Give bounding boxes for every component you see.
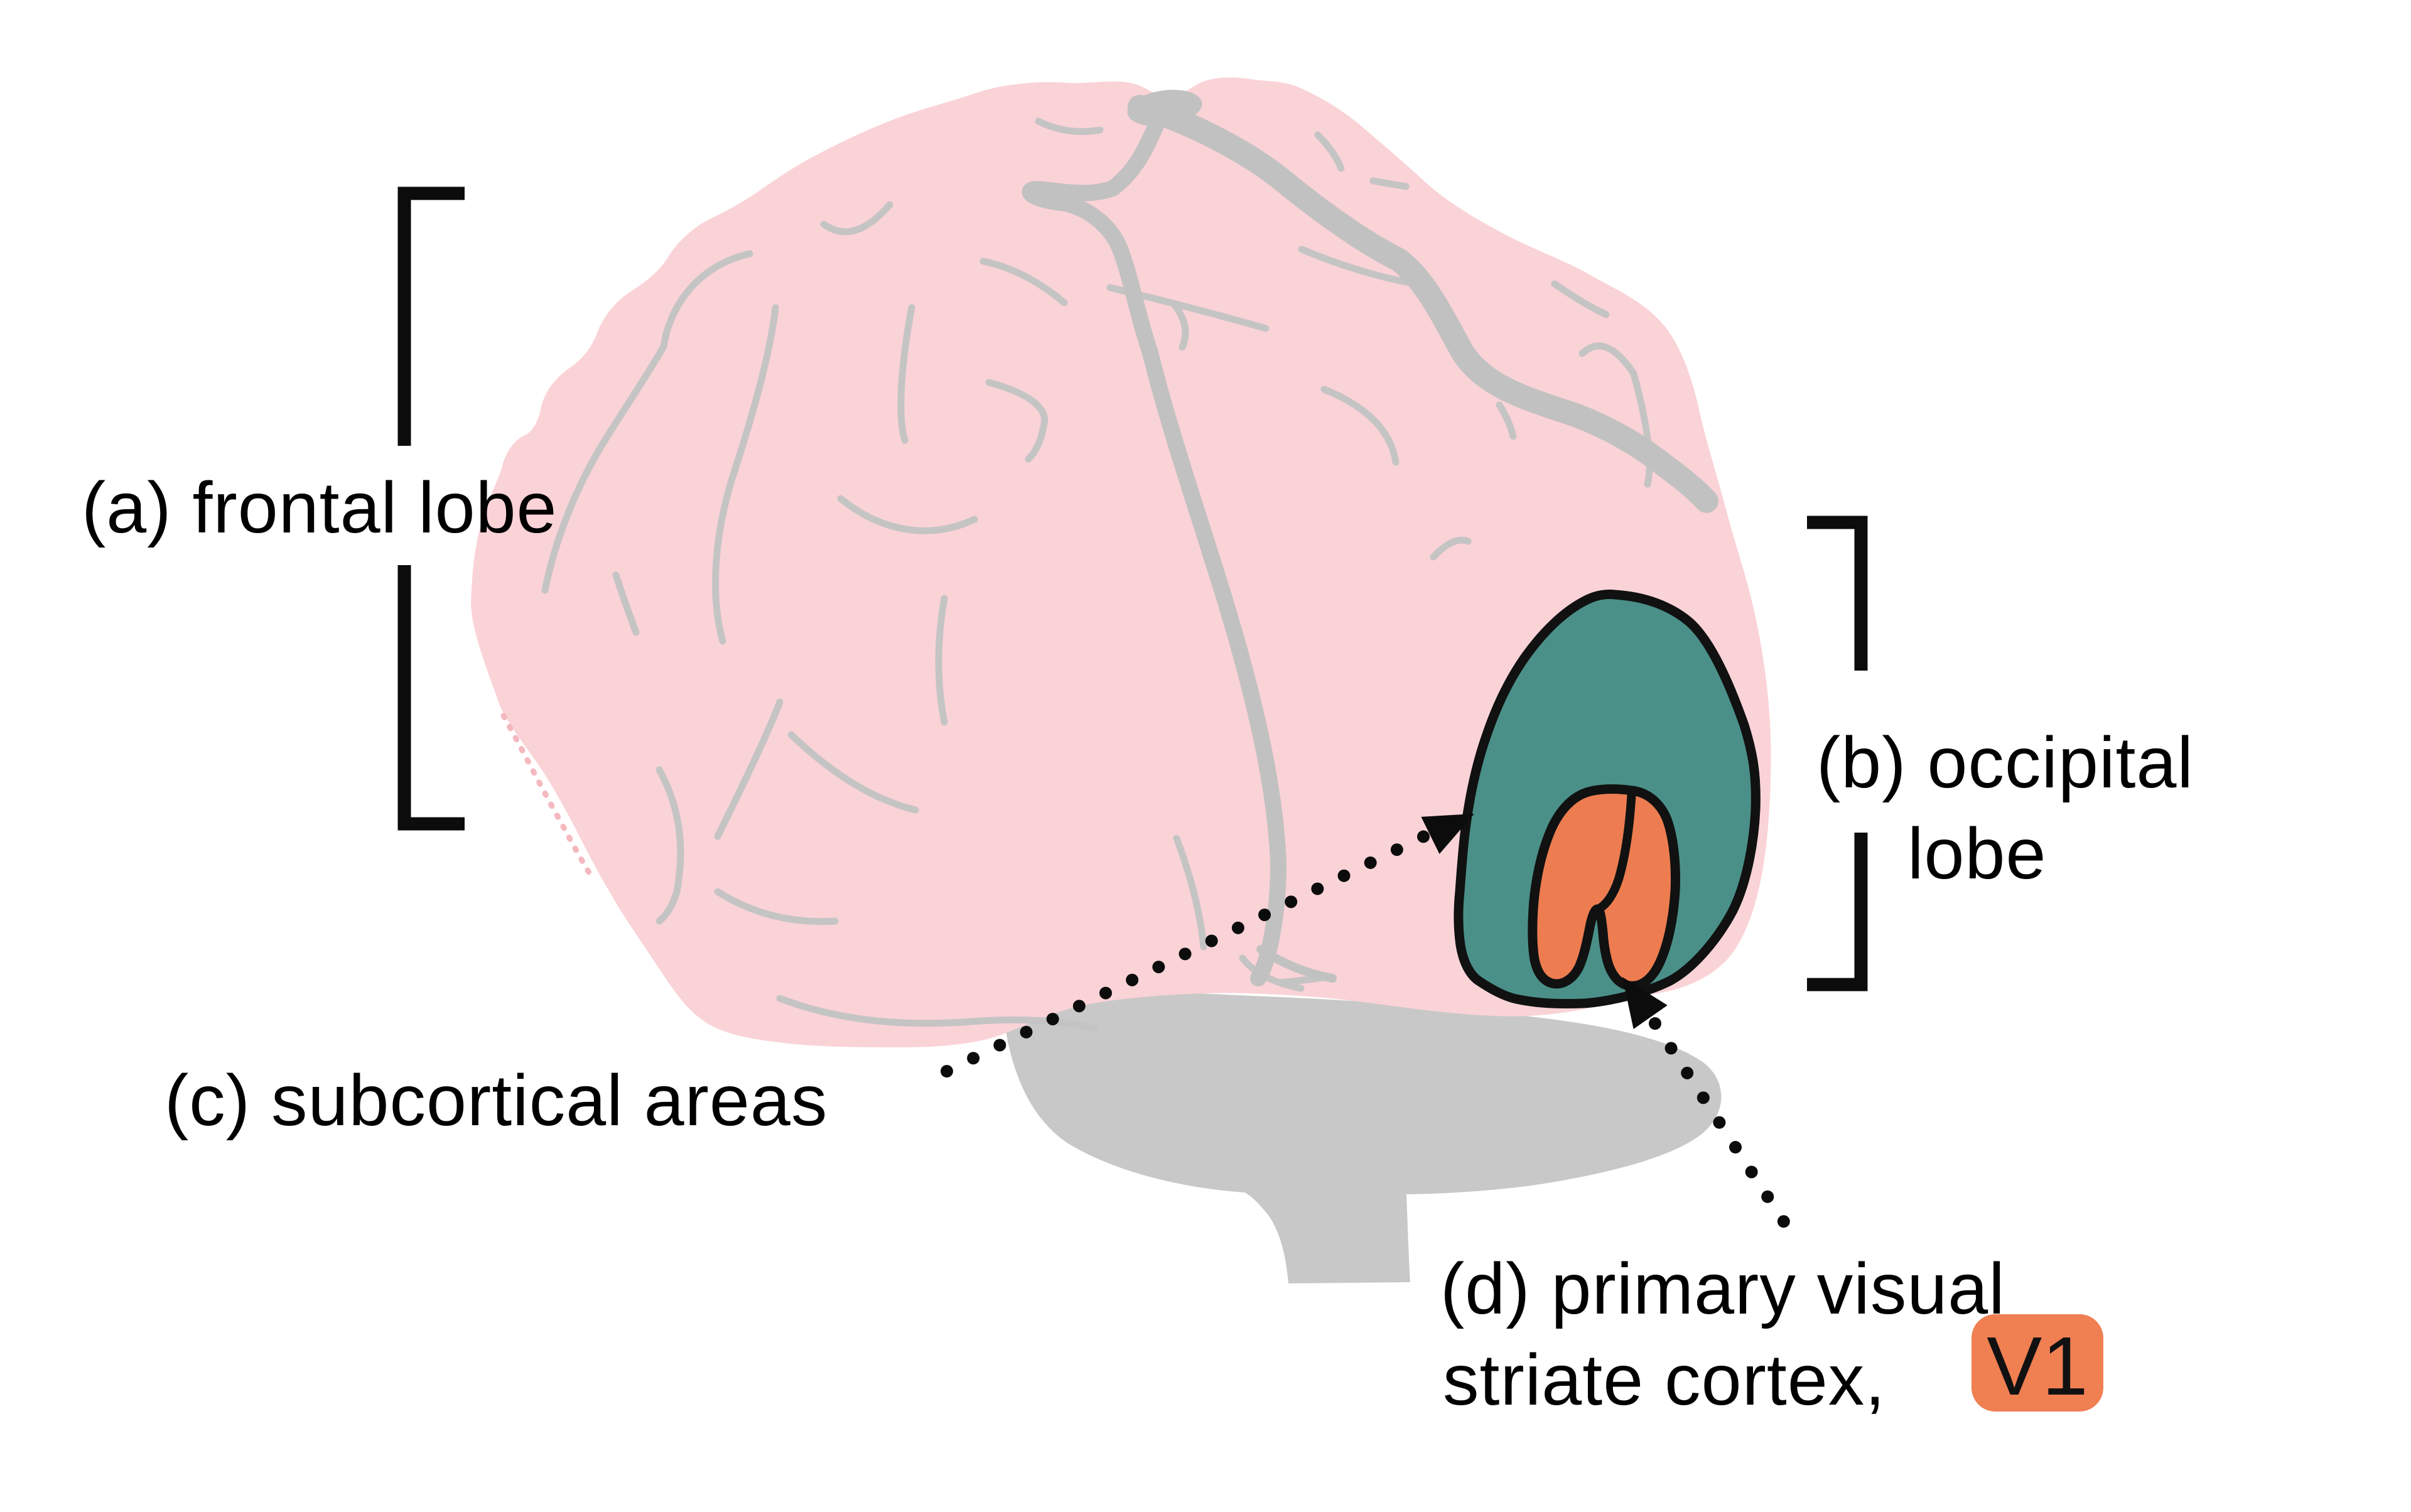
sulcus-line bbox=[1298, 246, 1419, 288]
vessel-fork bbox=[1256, 945, 1337, 983]
sulcus-line bbox=[935, 595, 948, 726]
sulcus-line bbox=[714, 698, 784, 840]
sulcus-line bbox=[1173, 834, 1207, 951]
sulcus-line bbox=[714, 888, 839, 926]
label-v1-line2: striate cortex, bbox=[1443, 1340, 1885, 1420]
v1-badge-label: V1 bbox=[1987, 1320, 2088, 1412]
bracket-icon bbox=[397, 186, 465, 446]
v1-badge: V1 bbox=[1971, 1314, 2103, 1412]
bracket-icon bbox=[397, 565, 465, 831]
sulcus-line bbox=[837, 495, 978, 534]
sulcus-line bbox=[979, 257, 1068, 306]
v1-badge-background bbox=[1971, 1314, 2103, 1412]
vessel-central-branch bbox=[1022, 106, 1287, 986]
sulcus-line bbox=[1551, 280, 1610, 318]
sulcus-line bbox=[712, 304, 779, 645]
vessel-main-branch bbox=[1128, 95, 1718, 513]
sulcus-line bbox=[1171, 301, 1189, 351]
bracket-icon bbox=[1807, 833, 1868, 991]
arrowhead-icon bbox=[1622, 977, 1668, 1029]
sulcus-line bbox=[1035, 117, 1104, 136]
v1-region bbox=[1528, 784, 1680, 991]
cerebellum-shape bbox=[1003, 989, 1722, 1283]
label-frontal-lobe: (a) frontal lobe bbox=[82, 468, 558, 548]
sulcus-line bbox=[787, 731, 919, 814]
v1-divider-line bbox=[1594, 786, 1636, 914]
label-subcortical: (c) subcortical areas bbox=[165, 1061, 828, 1141]
sulcus-line bbox=[1314, 131, 1345, 172]
sulcus-line bbox=[1496, 401, 1517, 440]
sulcus-line bbox=[1430, 536, 1472, 561]
sulcus-line bbox=[985, 379, 1049, 463]
v1-arrow bbox=[1622, 977, 1806, 1252]
bracket-icon bbox=[1807, 516, 1868, 671]
dotted-line bbox=[941, 829, 1433, 1077]
label-occipital-line1: (b) occipital bbox=[1816, 723, 2194, 803]
sulcus-line bbox=[612, 571, 640, 636]
label-occipital-line2: lobe bbox=[1907, 814, 2046, 894]
sulcus-line bbox=[820, 201, 893, 235]
subcortical-arrow bbox=[941, 814, 1474, 1077]
label-v1-line1: (d) primary visual bbox=[1440, 1249, 2005, 1329]
sulcus-line bbox=[1320, 386, 1400, 466]
sulcus-line bbox=[655, 766, 684, 925]
sulcus-line bbox=[541, 250, 753, 594]
sulcus-line bbox=[897, 304, 915, 444]
occipital-lobe-bracket bbox=[1807, 516, 1868, 991]
sulcus-line bbox=[1369, 177, 1410, 190]
vessel-lines bbox=[1022, 90, 1718, 986]
frontal-lobe-bracket bbox=[397, 186, 465, 831]
temporal-dotted-edge bbox=[500, 713, 597, 883]
arrowhead-icon bbox=[1421, 814, 1474, 855]
